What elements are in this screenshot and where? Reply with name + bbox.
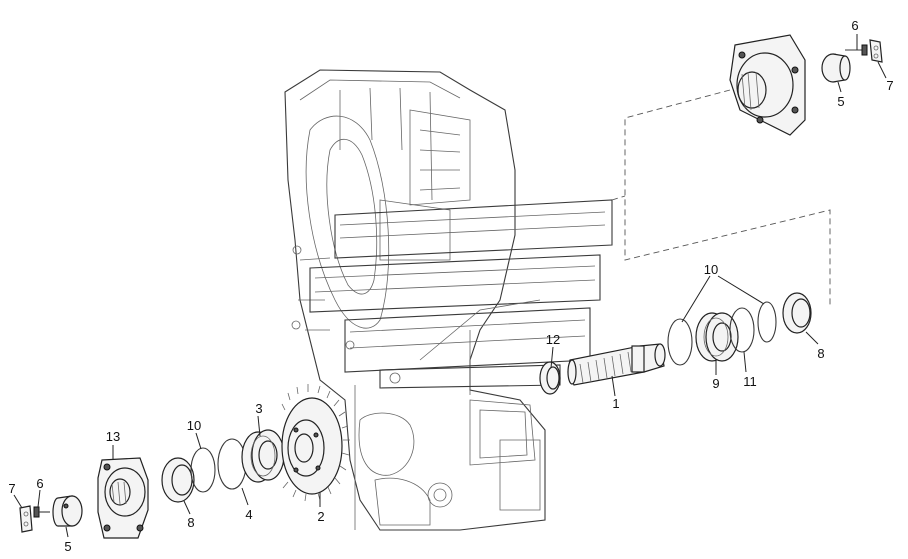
callout-3: 3 — [255, 401, 262, 416]
callout-9: 9 — [712, 376, 719, 391]
callout-1: 1 — [612, 396, 619, 411]
flange-cover-13 — [97, 457, 149, 539]
snap-ring-10-lower — [190, 447, 216, 493]
input-shaft-1 — [567, 343, 666, 386]
snap-ring-10-left-upper — [667, 318, 693, 366]
callout-10-lower: 10 — [187, 418, 201, 433]
snap-ring-10-right-upper — [757, 301, 777, 343]
seal-8-upper — [782, 292, 812, 334]
callout-8-upper: 8 — [817, 346, 824, 361]
lower-bolt-6 — [33, 506, 50, 518]
callout-10-upper: 10 — [704, 262, 718, 277]
upper-lock-plate-7 — [869, 39, 883, 63]
seal-8-lower — [161, 457, 195, 503]
callout-7-upper: 7 — [886, 78, 893, 93]
callout-5-upper: 5 — [837, 94, 844, 109]
projection-lines — [309, 89, 831, 389]
ring-11 — [729, 307, 755, 353]
lower-cap-5 — [52, 495, 83, 527]
callout-13: 13 — [106, 429, 120, 444]
callout-4: 4 — [245, 507, 252, 522]
ring-4 — [217, 438, 247, 490]
upper-bolt-6 — [845, 44, 868, 56]
callout-6-lower: 6 — [36, 476, 43, 491]
callout-6-upper: 6 — [851, 18, 858, 33]
callout-2: 2 — [317, 509, 324, 524]
lower-lock-plate-7 — [19, 505, 33, 533]
callout-8-lower: 8 — [187, 515, 194, 530]
callout-12: 12 — [546, 332, 560, 347]
upper-cap-5 — [821, 53, 851, 83]
callout-5-lower: 5 — [64, 539, 71, 554]
seal-12 — [539, 361, 561, 395]
gear-2 — [281, 384, 350, 502]
bearing-3 — [241, 429, 285, 483]
leader-lines — [13, 34, 887, 538]
callout-labels: 1 12 10 9 11 8 5 6 7 2 3 4 10 8 13 5 6 7 — [8, 18, 893, 554]
callout-11: 11 — [743, 374, 757, 389]
callout-7-lower: 7 — [8, 481, 15, 496]
transmission-housing — [284, 69, 546, 531]
upper-flange-cover — [729, 34, 806, 136]
